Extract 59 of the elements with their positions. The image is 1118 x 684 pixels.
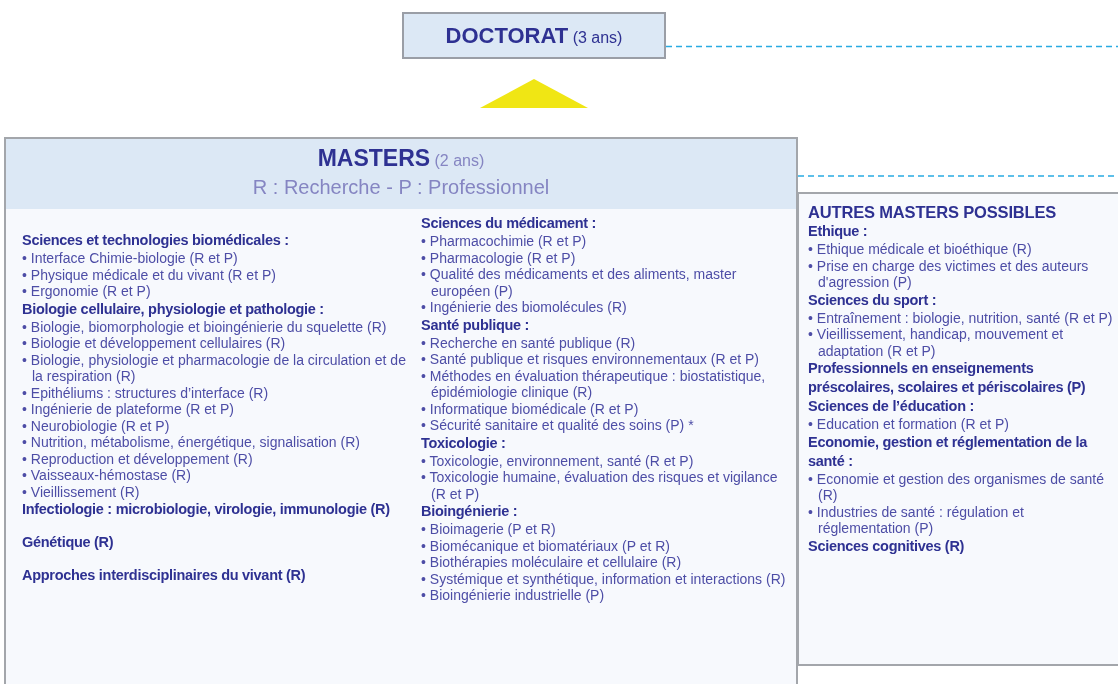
list-item: • Education et formation (R et P) — [808, 416, 1010, 433]
list-item: • Physique médicale et du vivant (R et P) — [22, 266, 277, 283]
section-heading: Toxicologie : — [421, 433, 507, 453]
list-item: • Entraînement : biologie, nutrition, santé (R et P) — [808, 309, 1114, 326]
list-item: • Interface Chimie-biologie (R et P) — [22, 250, 239, 267]
list-item: • Prise en charge des victimes et des auteurs d'agression (P) — [808, 257, 1090, 291]
list-item: • Biologie, biomorphologie et bioingénierie du squelette (R) — [22, 318, 388, 335]
list-item: • Biomécanique et biomatériaux (P et R) — [421, 537, 671, 554]
section-heading: Sciences du sport : — [808, 290, 938, 310]
list-item: • Vaisseaux-hémostase (R) — [22, 467, 192, 484]
list-item: • Nutrition, métabolisme, énergétique, signalisation (R) — [22, 434, 361, 451]
panel-title: MASTERS (2 ans) — [317, 145, 485, 173]
section-heading: Ethique : — [808, 222, 869, 241]
dashed-connector — [665, 45, 1118, 48]
list-item: • Informatique biomédicale (R et P) — [421, 400, 640, 417]
section-heading: Bioingénierie : — [421, 502, 519, 521]
list-item: • Ergonomie (R et P) — [22, 283, 152, 300]
list-item: • Economie et gestion des organismes de santé (R) — [808, 470, 1105, 504]
list-item: • Vieillissement (R) — [22, 483, 141, 500]
section-heading: Sciences de l’éducation : — [808, 397, 975, 416]
section-heading: Approches interdisciplinaires du vivant (R) — [22, 566, 307, 585]
masters-panel — [4, 137, 798, 684]
other-masters-panel — [797, 192, 1118, 666]
section-heading: Génétique (R) — [22, 533, 115, 552]
list-item: • Toxicologie, environnement, santé (R et P) — [421, 452, 695, 469]
list-item: • Bioimagerie (P et R) — [421, 521, 557, 538]
section-heading: Sciences cognitives (R) — [808, 536, 966, 556]
section-heading: Professionnels en enseignements préscolaires, scolaires et périscolaires (P) — [808, 359, 1087, 397]
list-item: • Reproduction et développement (R) — [22, 450, 254, 467]
panel-subtitle: R : Recherche - P : Professionnel — [252, 175, 550, 200]
list-item: • Pharmacologie (R et P) — [421, 249, 577, 266]
list-item: • Ethique médicale et bioéthique (R) — [808, 241, 1033, 258]
section-heading: Biologie cellulaire, physiologie et pathologie : — [22, 299, 325, 319]
list-item: • Biologie, physiologie et pharmacologie de la circulation et de la respiration (R) — [22, 351, 407, 385]
list-item: • Ingénierie de plateforme (R et P) — [22, 401, 235, 418]
list-item: • Systémique et synthétique, information et interactions (R) — [421, 570, 787, 587]
doctorate-box — [402, 12, 666, 59]
section-heading: Santé publique : — [421, 315, 531, 335]
list-item: • Recherche en santé publique (R) — [421, 334, 637, 351]
list-item: • Biothérapies moléculaire et cellulaire (R) — [421, 554, 683, 571]
list-item: • Qualité des médicaments et des aliments, master européen (P) — [421, 266, 738, 299]
list-item: • Neurobiologie (R et P) — [22, 417, 171, 434]
box-title: DOCTORAT (3 ans) — [445, 22, 623, 50]
list-item: • Méthodes en évaluation thérapeutique : biostatistique, épidémiologie clinique (R) — [421, 367, 767, 401]
list-item: • Pharmacochimie (R et P) — [421, 233, 588, 250]
section-heading: Sciences du médicament : — [421, 214, 598, 233]
list-item: • Santé publique et risques environnementaux (R et P) — [421, 351, 760, 368]
list-item: • Toxicologie humaine, évaluation des risques et vigilance (R et P) — [421, 469, 779, 502]
section-heading: Economie, gestion et réglementation de la santé : — [808, 432, 1089, 471]
list-item: • Sécurité sanitaire et qualité des soins (P) * — [421, 417, 695, 434]
section-heading: Sciences et technologies biomédicales : — [22, 231, 290, 250]
list-item: • Ingénierie des biomolécules (R) — [421, 299, 628, 316]
panel-title: AUTRES MASTERS POSSIBLES — [808, 202, 1058, 222]
list-item: • Bioingénierie industrielle (P) — [421, 587, 606, 604]
list-item: • Vieillissement, handicap, mouvement et adaptation (R et P) — [808, 326, 1065, 359]
section-heading: Infectiologie : microbiologie, virologie, immunologie (R) — [22, 500, 391, 519]
list-item: • Biologie et développement cellulaires (R) — [22, 335, 287, 352]
list-item: • Epithéliums : structures d’interface (R) — [22, 384, 270, 401]
list-item: • Industries de santé : régulation et réglementation (P) — [808, 503, 1025, 537]
